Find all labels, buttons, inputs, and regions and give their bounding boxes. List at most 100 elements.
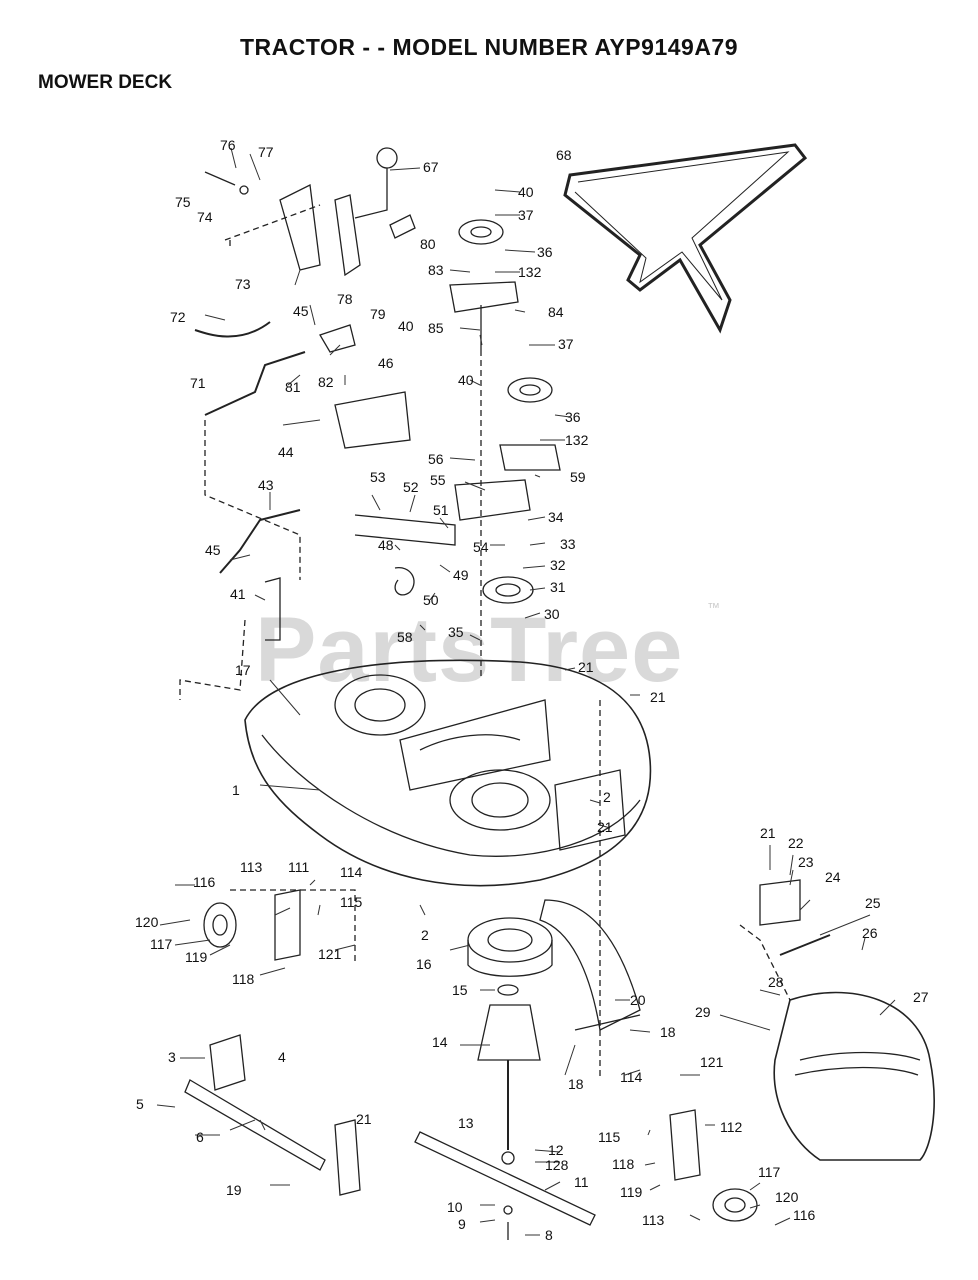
callout-label: 115 bbox=[598, 1129, 621, 1145]
callout-label: 75 bbox=[175, 194, 191, 210]
callout-label: 8 bbox=[545, 1227, 553, 1243]
callout-label: 67 bbox=[423, 159, 439, 175]
callout-label: 117 bbox=[758, 1164, 781, 1180]
callout-label: 15 bbox=[452, 982, 468, 998]
callout-label: 132 bbox=[565, 432, 589, 448]
callout-label: 111 bbox=[288, 859, 310, 875]
callout-label: 114 bbox=[340, 864, 363, 880]
callout-label: 56 bbox=[428, 451, 444, 467]
callout-label: 1 bbox=[232, 782, 240, 798]
callout-label: 78 bbox=[337, 291, 353, 307]
callout-label: 44 bbox=[278, 444, 294, 460]
callout-label: 40 bbox=[518, 184, 534, 200]
callout-label: 120 bbox=[775, 1189, 799, 1205]
pulley-lower bbox=[482, 576, 534, 604]
callout-label: 43 bbox=[258, 477, 274, 493]
callout-label: 76 bbox=[220, 137, 236, 153]
callout-label: 40 bbox=[398, 318, 414, 334]
watermark-logo: PartsTree bbox=[255, 599, 684, 701]
pulley-middle bbox=[507, 377, 553, 403]
callout-label: 21 bbox=[578, 659, 594, 675]
callout-label: 45 bbox=[293, 303, 309, 319]
callout-label: 24 bbox=[825, 869, 841, 885]
callout-label: 26 bbox=[862, 925, 878, 941]
callout-label: 21 bbox=[760, 825, 776, 841]
callout-label: 128 bbox=[545, 1157, 569, 1173]
callout-label: 73 bbox=[235, 276, 251, 292]
callout-label: 32 bbox=[550, 557, 566, 573]
callout-label: 54 bbox=[473, 539, 489, 555]
callout-label: 29 bbox=[695, 1004, 711, 1020]
callout-label: 113 bbox=[240, 859, 263, 875]
callout-label: 81 bbox=[285, 379, 301, 395]
callout-label: 36 bbox=[537, 244, 553, 260]
callout-label: 55 bbox=[430, 472, 446, 488]
callout-label: 114 bbox=[620, 1069, 643, 1085]
callout-label: 35 bbox=[448, 624, 464, 640]
callout-label: 115 bbox=[340, 894, 363, 910]
callout-label: 71 bbox=[190, 375, 206, 391]
callout-label: 9 bbox=[458, 1216, 466, 1232]
callout-label: 49 bbox=[453, 567, 469, 583]
callout-label: 45 bbox=[205, 542, 221, 558]
callout-label: 68 bbox=[556, 147, 572, 163]
callout-label: 33 bbox=[560, 536, 576, 552]
callout-label: 121 bbox=[318, 946, 342, 962]
spindle-housing bbox=[467, 917, 553, 963]
callout-label: 17 bbox=[235, 662, 251, 678]
callout-label: 30 bbox=[544, 606, 560, 622]
callout-label: 11 bbox=[574, 1174, 589, 1190]
callout-label: 58 bbox=[397, 629, 413, 645]
mower-blade bbox=[414, 1131, 596, 1226]
callout-label: 72 bbox=[170, 309, 186, 325]
lift-knob bbox=[376, 147, 398, 169]
callout-label: 2 bbox=[421, 927, 429, 943]
callout-label: 77 bbox=[258, 144, 274, 160]
callout-label: 48 bbox=[378, 537, 394, 553]
callout-label: 82 bbox=[318, 374, 334, 390]
callout-label: 21 bbox=[650, 689, 666, 705]
callout-label: 14 bbox=[432, 1034, 448, 1050]
callout-label: 132 bbox=[518, 264, 542, 280]
callout-label: 22 bbox=[788, 835, 804, 851]
callout-label: 3 bbox=[168, 1049, 176, 1065]
stabilizer-bar bbox=[184, 1079, 326, 1171]
callout-label: 31 bbox=[550, 579, 566, 595]
callout-label: 116 bbox=[793, 1207, 816, 1223]
callout-label: 20 bbox=[630, 992, 646, 1008]
callout-label: 41 bbox=[230, 586, 246, 602]
callout-label: 121 bbox=[700, 1054, 724, 1070]
callout-label: 40 bbox=[458, 372, 474, 388]
callout-label: 10 bbox=[447, 1199, 463, 1215]
callout-label: 80 bbox=[420, 236, 436, 252]
callout-label: 19 bbox=[226, 1182, 242, 1198]
callout-label: 18 bbox=[660, 1024, 676, 1040]
callout-label: 13 bbox=[458, 1115, 474, 1131]
callout-label: 23 bbox=[798, 854, 814, 870]
callout-label: 6 bbox=[196, 1129, 204, 1145]
callout-label: 51 bbox=[433, 502, 449, 518]
callout-label: 119 bbox=[620, 1184, 643, 1200]
discharge-chute bbox=[773, 991, 935, 1161]
callout-label: 28 bbox=[768, 974, 784, 990]
callout-label: 83 bbox=[428, 262, 444, 278]
callout-label: 34 bbox=[548, 509, 564, 525]
callout-label: 27 bbox=[913, 989, 929, 1005]
trademark-symbol: ™ bbox=[707, 600, 720, 615]
callout-label: 84 bbox=[548, 304, 564, 320]
callout-label: 118 bbox=[612, 1156, 635, 1172]
callout-label: 4 bbox=[278, 1049, 286, 1065]
callout-label: 37 bbox=[518, 207, 534, 223]
callout-label: 12 bbox=[548, 1142, 564, 1158]
pulley-upper bbox=[458, 219, 504, 245]
callout-label: 117 bbox=[150, 936, 173, 952]
callout-label: 2 bbox=[603, 789, 611, 805]
callout-label: 36 bbox=[565, 409, 581, 425]
callout-label: 5 bbox=[136, 1096, 144, 1112]
callout-label: 21 bbox=[356, 1111, 372, 1127]
callout-label: 116 bbox=[193, 874, 216, 890]
callout-label: 46 bbox=[378, 355, 394, 371]
callout-label: 37 bbox=[558, 336, 574, 352]
callout-label: 53 bbox=[370, 469, 386, 485]
